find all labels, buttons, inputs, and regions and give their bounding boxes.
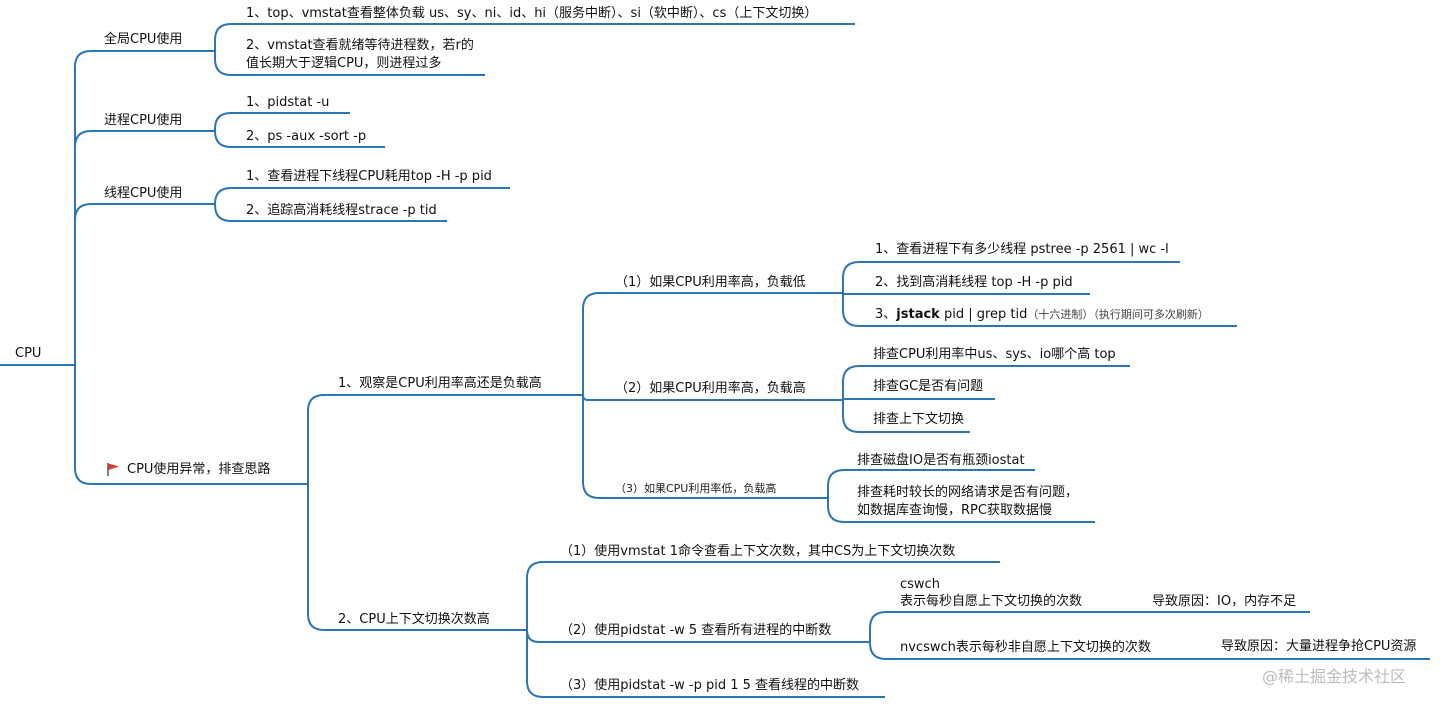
node-case1-1[interactable]: 1、查看进程下有多少线程 pstree -p 2561 | wc -l bbox=[875, 242, 1169, 257]
watermark: @稀土掘金技术社区 bbox=[1262, 667, 1407, 686]
node-global-1[interactable]: 1、top、vmstat查看整体负载 us、sy、ni、id、hi（服务中断）、… bbox=[246, 6, 818, 21]
node-process-2[interactable]: 2、ps -aux -sort -p bbox=[246, 129, 367, 144]
node-case2[interactable]: （2）如果CPU利用率高，负载高 bbox=[615, 381, 806, 396]
node-case2-2[interactable]: 排查GC是否有问题 bbox=[873, 379, 984, 394]
node-context[interactable]: 2、CPU上下文切换次数高 bbox=[338, 612, 490, 627]
item3-prefix: 3、 bbox=[875, 307, 897, 322]
connector-ob bbox=[307, 394, 583, 484]
node-nvcswch[interactable]: nvcswch表示每秒非自愿上下文切换的次数 bbox=[900, 640, 1151, 655]
item3-bold: jstack bbox=[896, 307, 940, 322]
node-cswch-2[interactable]: 表示每秒自愿上下文切换的次数 bbox=[900, 594, 1083, 609]
node-process-cpu[interactable]: 进程CPU使用 bbox=[104, 113, 183, 128]
node-thread-1[interactable]: 1、查看进程下线程CPU耗用top -H -p pid bbox=[246, 169, 492, 184]
node-abnormal[interactable]: CPU使用异常，排查思路 bbox=[127, 462, 271, 477]
connector-g2 bbox=[214, 51, 485, 76]
connector-t bbox=[74, 203, 215, 365]
node-thread-2[interactable]: 2、追踪高消耗线程strace -p tid bbox=[246, 203, 437, 218]
node-case1[interactable]: （1）如果CPU利用率高，负载低 bbox=[615, 275, 806, 290]
root-node[interactable]: CPU bbox=[15, 346, 42, 361]
node-global-2a[interactable]: 2、vmstat查看就绪等待进程数，若r的 bbox=[246, 38, 474, 53]
node-nvcswch-cause[interactable]: 导致原因：大量进程争抢CPU资源 bbox=[1221, 639, 1417, 654]
connector-c23 bbox=[842, 400, 970, 433]
node-case3-2b[interactable]: 如数据库查询慢，RPC获取数据慢 bbox=[857, 503, 1052, 518]
connector-ab bbox=[74, 365, 308, 485]
node-process-1[interactable]: 1、pidstat -u bbox=[246, 95, 330, 110]
node-global-cpu[interactable]: 全局CPU使用 bbox=[104, 32, 183, 47]
connector-c21 bbox=[842, 365, 1130, 400]
node-case1-2[interactable]: 2、找到高消耗线程 top -H -p pid bbox=[875, 275, 1073, 290]
node-case3-2a[interactable]: 排查耗时较长的网络请求是否有问题， bbox=[857, 485, 1079, 500]
node-case2-3[interactable]: 排查上下文切换 bbox=[873, 412, 965, 427]
connector-c32 bbox=[827, 498, 1095, 523]
connector-nv bbox=[869, 642, 1190, 660]
connector-c31 bbox=[827, 469, 1035, 498]
red-flag-icon bbox=[107, 463, 119, 476]
connector-c22 bbox=[842, 398, 995, 401]
connector-cs bbox=[869, 611, 1140, 642]
connector-c1 bbox=[582, 292, 843, 395]
node-cswch-cause[interactable]: 导致原因：IO，内存不足 bbox=[1152, 594, 1297, 609]
connector-c12 bbox=[842, 292, 1090, 295]
node-case2-1[interactable]: 排查CPU利用率中us、sys、io哪个高 top bbox=[873, 347, 1116, 362]
connector-t2 bbox=[214, 204, 447, 222]
connector-c13 bbox=[842, 293, 1237, 327]
node-case1-3[interactable]: 3、jstack pid | grep tid（十六进制）（执行期间可多次刷新） bbox=[875, 306, 1209, 324]
connector-g1 bbox=[214, 23, 855, 51]
node-case3[interactable]: （3）如果CPU利用率低，负载高 bbox=[615, 482, 777, 495]
connector-c3 bbox=[582, 395, 828, 499]
node-observe[interactable]: 1、观察是CPU利用率高还是负载高 bbox=[338, 376, 542, 391]
item3-note: （十六进制）（执行期间可多次刷新） bbox=[1027, 308, 1209, 321]
node-case3-1[interactable]: 排查磁盘IO是否有瓶颈iostat bbox=[857, 453, 1025, 468]
node-thread-cpu[interactable]: 线程CPU使用 bbox=[104, 186, 183, 201]
connector-cx bbox=[307, 484, 527, 631]
connector-p1 bbox=[214, 112, 350, 131]
connector-p2 bbox=[214, 130, 385, 148]
item3-rest: pid | grep tid bbox=[939, 307, 1028, 322]
node-step2[interactable]: （2）使用pidstat -w 5 查看所有进程的中断数 bbox=[560, 623, 832, 638]
connector-p bbox=[74, 130, 215, 365]
node-step3[interactable]: （3）使用pidstat -w -p pid 1 5 查看线程的中断数 bbox=[560, 678, 860, 693]
connector-t1 bbox=[214, 187, 510, 205]
node-cswch-1[interactable]: cswch bbox=[900, 577, 940, 592]
connector-s3 bbox=[526, 630, 885, 698]
node-step1[interactable]: （1）使用vmstat 1命令查看上下文次数，其中CS为上下文切换次数 bbox=[560, 544, 956, 559]
connector-s1 bbox=[526, 561, 1000, 630]
node-global-2b[interactable]: 值长期大于逻辑CPU，则进程过多 bbox=[246, 56, 442, 71]
connector-c11 bbox=[842, 261, 1180, 293]
connector-g bbox=[74, 50, 215, 365]
